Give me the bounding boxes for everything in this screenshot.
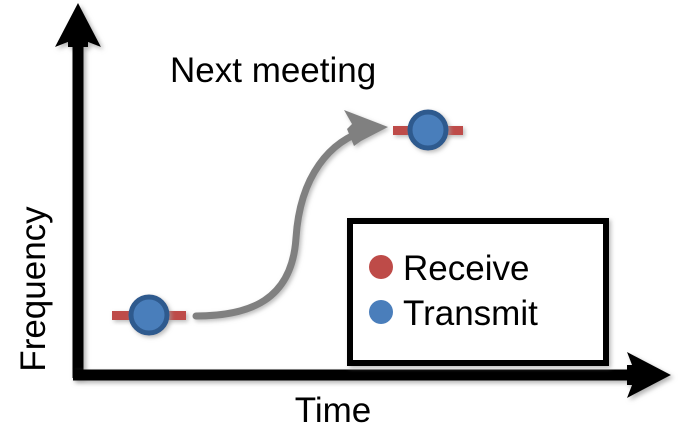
next-meeting-arrow: [192, 110, 388, 320]
data-point-lower: [112, 294, 186, 336]
legend-marker-receive: [369, 255, 393, 279]
legend-label-transmit: Transmit: [403, 294, 538, 333]
x-axis-label: Time: [294, 391, 372, 430]
data-point-upper: [393, 109, 463, 151]
legend-marker-transmit: [369, 300, 393, 324]
x-axis: [73, 352, 671, 398]
y-axis-label: Frequency: [14, 206, 53, 372]
legend-box: [347, 218, 609, 366]
next-meeting-annotation: Next meeting: [170, 51, 377, 90]
y-axis: [55, 3, 101, 378]
legend-label-receive: Receive: [403, 249, 530, 288]
